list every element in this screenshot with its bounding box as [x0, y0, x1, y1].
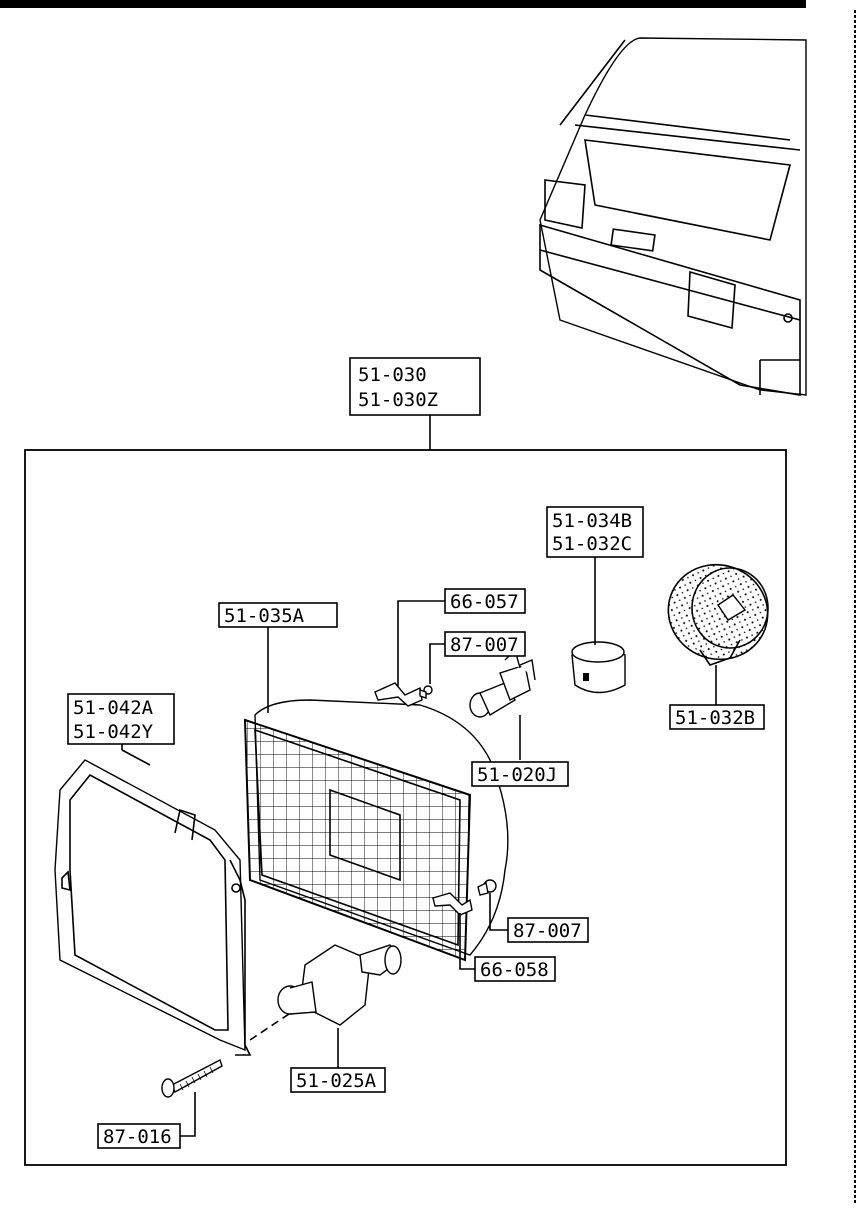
callout-clip-lower-text: 66-058	[480, 959, 549, 981]
callout-assembly: 51-030 51-030Z	[349, 357, 481, 416]
long-screw-part	[161, 1059, 223, 1098]
callout-screw-upper: 87-007	[444, 631, 526, 657]
vehicle-illustration	[539, 37, 807, 396]
callout-adjuster: 51-025A	[290, 1067, 386, 1093]
callout-bulb-cap-a: 51-034B	[552, 510, 632, 532]
callout-bulb-cap-b: 51-032C	[552, 533, 632, 555]
callout-screw-lower: 87-007	[507, 917, 589, 943]
top-border-bar	[0, 0, 806, 8]
callout-socket-cover: 51-032B	[669, 704, 765, 730]
callout-socket-cover-text: 51-032B	[675, 707, 755, 729]
callout-adjuster-text: 51-025A	[296, 1070, 377, 1092]
callout-bezel-b: 51-042Y	[73, 721, 154, 743]
assembly-frame	[24, 449, 787, 1166]
callout-headlamp: 51-035A	[218, 602, 338, 628]
bulb-cap-part	[571, 641, 626, 694]
callout-assembly-b: 51-030Z	[358, 389, 438, 411]
callout-screw-lower-text: 87-007	[513, 920, 582, 942]
callout-bulb-cap: 51-034B 51-032C	[546, 506, 644, 558]
callout-clip-upper: 66-057	[444, 588, 526, 614]
callout-bulb: 51-020J	[471, 761, 569, 787]
socket-cover-part	[667, 563, 769, 666]
callout-clip-lower: 66-058	[474, 956, 556, 982]
callout-bezel-a: 51-042A	[73, 697, 154, 719]
callout-long-screw: 87-016	[97, 1123, 181, 1149]
callout-screw-upper-text: 87-007	[450, 634, 519, 656]
callout-assembly-a: 51-030	[358, 364, 427, 386]
callout-bezel: 51-042A 51-042Y	[67, 693, 175, 745]
callout-long-screw-text: 87-016	[103, 1126, 172, 1148]
bezel-ring	[54, 759, 252, 1056]
upper-clip-part	[374, 682, 433, 707]
callout-clip-upper-text: 66-057	[450, 591, 519, 613]
callout-bulb-text: 51-020J	[477, 764, 557, 786]
bulb-part	[469, 648, 536, 718]
headlamp-unit	[243, 699, 509, 962]
adjuster-part	[277, 944, 402, 1026]
lower-clip-part	[432, 879, 497, 916]
callout-headlamp-text: 51-035A	[224, 605, 305, 627]
leader-lines	[121, 557, 717, 1137]
